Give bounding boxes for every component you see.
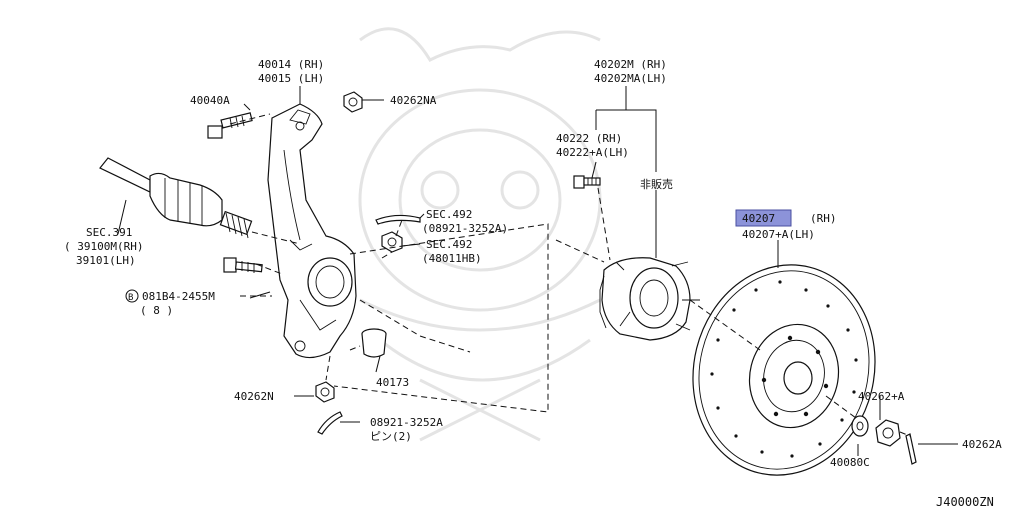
label-40207-plus-a-lh: 40207+A(LH) (742, 228, 815, 241)
wheel-hub[interactable] (599, 257, 700, 341)
circled-b-symbol: B (125, 289, 139, 303)
rotor-vent-holes (710, 280, 858, 458)
label-sec492-b: SEC.492 (426, 238, 472, 251)
label-08921-3252a-a: (08921-3252A) (422, 222, 508, 235)
brake-rotor[interactable] (671, 245, 897, 494)
label-bolt-qty: ( 8 ) (140, 304, 173, 317)
label-not-for-sale: 非販売 (640, 178, 673, 191)
label-40262a: 40262A (962, 438, 1002, 451)
bolt-081b4-2455m[interactable] (223, 257, 263, 273)
label-40015-lh: 40015 (LH) (258, 72, 324, 85)
label-40040a: 40040A (190, 94, 230, 107)
label-40014-rh: 40014 (RH) (258, 58, 324, 71)
label-081b4-2455m: 081B4-2455M (142, 290, 215, 303)
cotter-pin-upper[interactable] (375, 214, 421, 225)
nut-40262-plus-a[interactable] (875, 419, 901, 447)
label-40202ma-lh: 40202MA(LH) (594, 72, 667, 85)
bolt-40040a[interactable] (207, 112, 253, 139)
nut-40262n[interactable] (315, 381, 335, 403)
label-40202m-rh: 40202M (RH) (594, 58, 667, 71)
watermark-emblem (358, 27, 602, 442)
label-48011hb: (48011HB) (422, 252, 482, 265)
label-39101-lh: 39101(LH) (76, 254, 136, 267)
nut-48011hb[interactable] (381, 231, 403, 253)
part-labels: 40014 (RH) 40015 (LH) 40040A 40262NA SEC… (64, 58, 1002, 509)
label-40080c: 40080C (830, 456, 870, 469)
label-40207-rh: (RH) (810, 212, 837, 225)
label-40173: 40173 (376, 376, 409, 389)
dashed-assembly-lines (229, 113, 911, 437)
label-40262n: 40262N (234, 390, 274, 403)
highlighted-part-40207[interactable]: 40207 (735, 209, 792, 227)
label-40262-plus-a: 40262+A (858, 390, 905, 403)
hub-bolt-40222[interactable] (573, 175, 601, 189)
cotter-pin-lower[interactable] (317, 411, 343, 435)
label-pin-qty: ピン(2) (370, 430, 412, 443)
pin-40262a[interactable] (905, 433, 917, 465)
label-40222-plus-a-lh: 40222+A(LH) (556, 146, 629, 159)
svg-text:40207: 40207 (742, 212, 775, 225)
leader-lines (117, 86, 958, 456)
label-sec492-a: SEC.492 (426, 208, 472, 221)
label-sec391: SEC.391 (86, 226, 132, 239)
steering-knuckle[interactable] (267, 103, 357, 359)
label-08921-3252a-b: 08921-3252A (370, 416, 443, 429)
label-40222-rh: 40222 (RH) (556, 132, 622, 145)
nut-40262na[interactable] (343, 91, 363, 113)
diagram-id: J40000ZN (936, 495, 994, 509)
washer-40080c[interactable] (851, 415, 869, 437)
svg-text:B: B (128, 293, 133, 303)
drive-shaft[interactable] (99, 157, 253, 239)
bushing-40173[interactable] (361, 328, 387, 358)
label-40262na: 40262NA (390, 94, 437, 107)
label-39100m-rh: ( 39100M(RH) (64, 240, 143, 253)
